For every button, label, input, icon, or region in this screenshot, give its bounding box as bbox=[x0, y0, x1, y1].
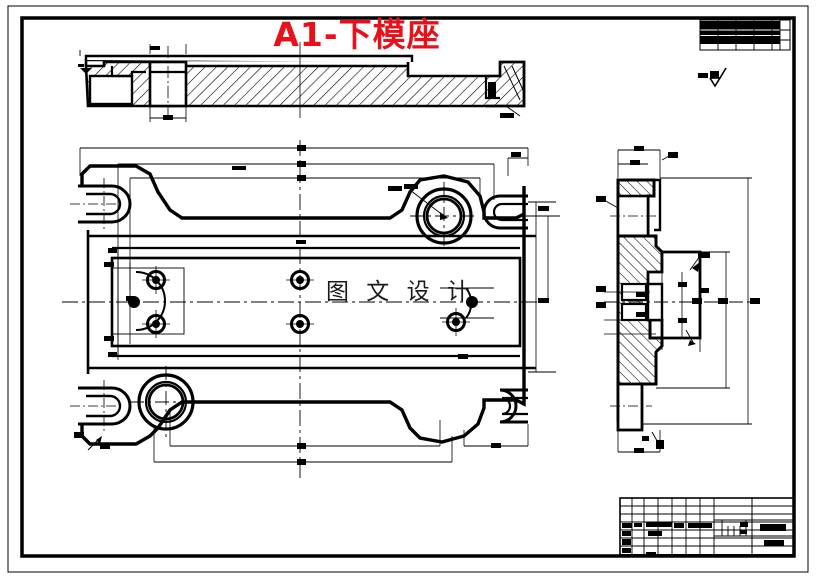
right-keyway-feature bbox=[440, 287, 494, 319]
right-view-dim-left bbox=[596, 286, 656, 335]
right-view-dim-top bbox=[617, 146, 678, 178]
roughness-symbol bbox=[698, 67, 727, 88]
right-u-slots bbox=[482, 194, 528, 424]
left-u-slots bbox=[70, 178, 132, 434]
page-title: A1-下模座 bbox=[273, 15, 441, 54]
dimension-chain-bottom bbox=[153, 410, 529, 465]
revision-table bbox=[699, 19, 791, 51]
front-plan-view bbox=[62, 140, 560, 478]
sheet-borders bbox=[7, 5, 809, 573]
watermark-text: 图 文 设 计 bbox=[326, 279, 475, 305]
left-keyway-feature bbox=[104, 262, 185, 341]
title-block bbox=[619, 497, 795, 557]
bolt-holes bbox=[142, 266, 470, 338]
lower-left-bore bbox=[130, 366, 202, 438]
right-section-view bbox=[596, 146, 760, 453]
upper-right-bore bbox=[404, 182, 478, 250]
dimension-chain-right bbox=[524, 201, 560, 373]
right-view-dim-bottom bbox=[617, 430, 664, 453]
top-section-view bbox=[78, 42, 526, 122]
dimension-chain-left bbox=[117, 248, 131, 356]
inner-pocket bbox=[86, 230, 536, 374]
right-view-dim-right bbox=[642, 177, 760, 425]
